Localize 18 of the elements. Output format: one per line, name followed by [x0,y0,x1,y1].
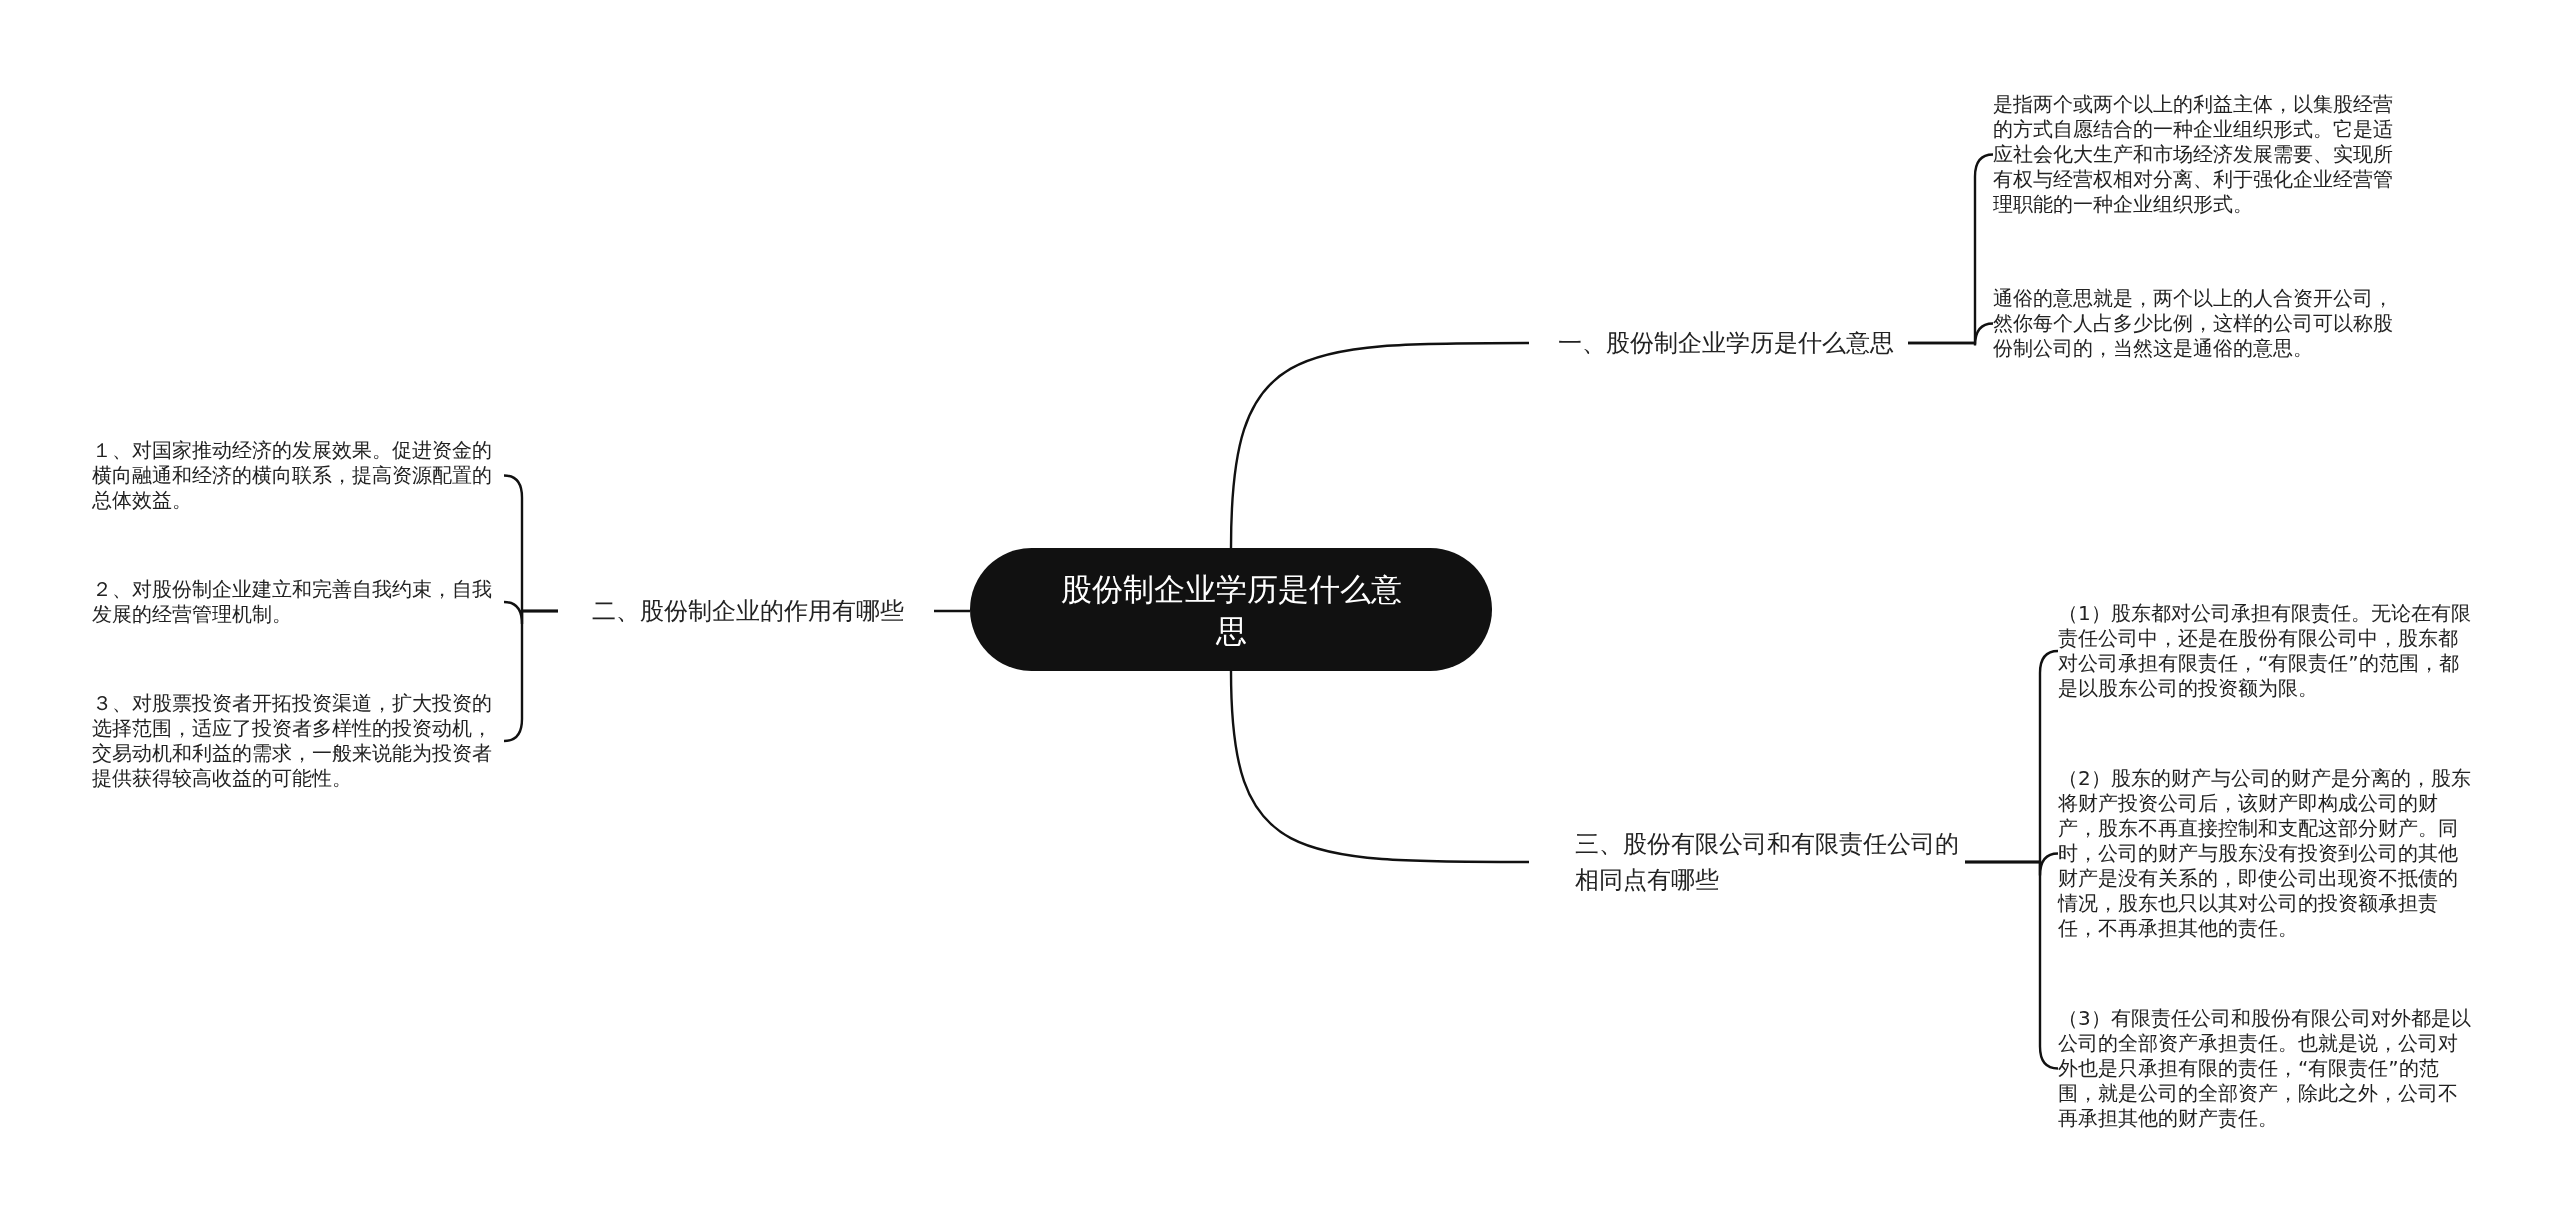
connector-line [503,609,558,743]
connector-line [1229,670,1529,864]
connector-line [934,609,970,613]
leaf-text: ３、对股票投资者开拓投资渠道，扩大投资的选择范围，适应了投资者多样性的投资动机，交易动机和利益的需求，一般来说能为投资者提供获得较高收益的可能性。 [92,691,504,791]
leaf-text: （1）股东都对公司承担有限责任。无论在有限责任公司中，还是在股份有限公司中，股东都对公司承担有限责任，“有限责任”的范围，都是以股东公司的投资额为限。 [2058,601,2476,701]
connector-line [1965,860,2059,1070]
leaf-text: （3）有限责任公司和股份有限公司对外都是以公司的全部资产承担责任。也就是说，公司对外也是只承担有限的责任，“有限责任”的范围，就是公司的全部资产，除此之外，公司不再承担其他的财产责任。 [2058,1006,2476,1131]
leaf-text: （2）股东的财产与公司的财产是分离的，股东将财产投资公司后，该财产即构成公司的财产，股东不再直接控制和支配这部分财产。同时，公司的财产与股东没有投资到公司的其他财产是没有关系的，即使公司出现资不抵债的情况，股东也只以其对公司的投资额承担责任，不再承担其他的责任。 [2058,766,2476,941]
connector-line [1908,322,1994,347]
connector-line [1229,341,1529,549]
leaf-text: ２、对股份制企业建立和完善自我约束，自我发展的经营管理机制。 [92,577,504,627]
leaf-text: 是指两个或两个以上的利益主体，以集股经营的方式自愿结合的一种企业组织形式。它是适应社会化大生产和市场经济发展需要、实现所有权与经营权相对分离、利于强化企业经营管理职能的一种企业组织形式。 [1993,92,2403,217]
branch-topic: 一、股份制企业学历是什么意思 [1529,325,1908,361]
branch-topic: 三、股份有限公司和有限责任公司的相同点有哪些 [1529,826,1965,898]
central-topic: 股份制企业学历是什么意思 [970,548,1492,671]
leaf-text: １、对国家推动经济的发展效果。促进资金的横向融通和经济的横向联系，提高资源配置的总体效益。 [92,438,504,513]
branch-topic: 二、股份制企业的作用有哪些 [558,593,934,629]
leaf-text: 通俗的意思就是，两个以上的人合资开公司，然你每个人占多少比例，这样的公司可以称股份制公司的，当然这是通俗的意思。 [1993,286,2403,361]
